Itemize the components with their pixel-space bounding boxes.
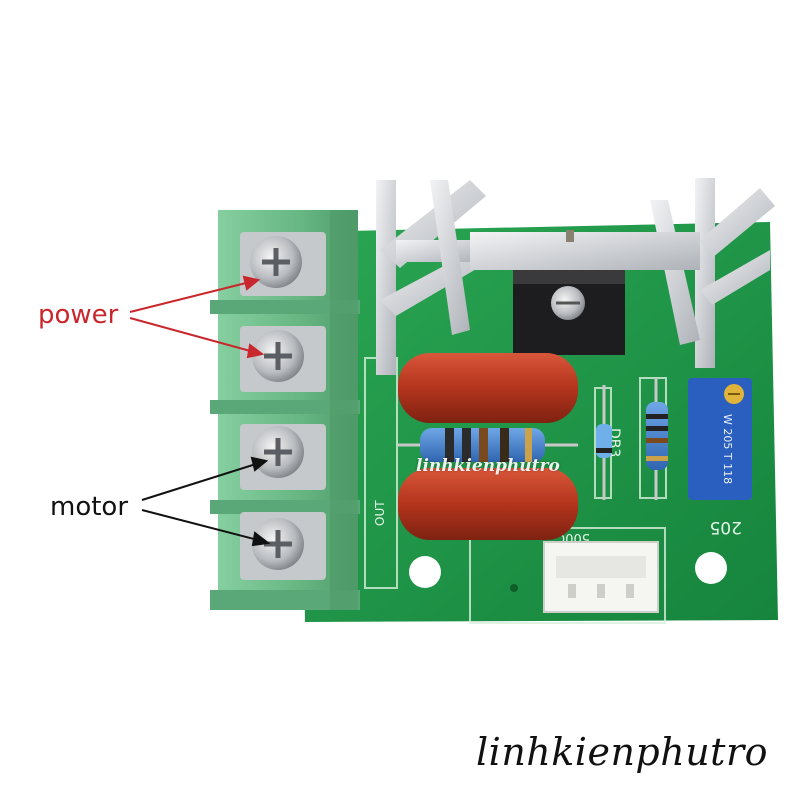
heatsink [376, 178, 775, 375]
header-connector [543, 541, 659, 613]
board-watermark: linhkienphutro [416, 456, 560, 476]
terminal-screw-3 [240, 424, 326, 490]
motor-arrows [141, 456, 271, 547]
motor-label: motor [50, 492, 129, 522]
corner-watermark: linhkienphutro [476, 730, 768, 774]
trimmer-potentiometer: W 205 T 118 [688, 378, 752, 500]
terminal-screw-4 [240, 512, 326, 580]
terminal-screw-1 [240, 232, 326, 296]
mounting-hole [409, 556, 441, 588]
out-marking: OUT [373, 500, 387, 526]
capacitor-top [398, 353, 578, 423]
power-label: power [38, 300, 119, 330]
terminal-screw-2 [240, 326, 326, 392]
resistor-horizontal [398, 428, 578, 462]
power-arrows [129, 275, 265, 359]
pot-code-marking: 205 [710, 517, 742, 537]
resistor-vertical [646, 378, 668, 500]
db3-diac [596, 385, 612, 500]
pot-body-marking: W 205 T 118 [721, 414, 734, 484]
capacitor-bottom [398, 468, 578, 540]
mounting-hole [695, 552, 727, 584]
triac-component [513, 230, 625, 355]
